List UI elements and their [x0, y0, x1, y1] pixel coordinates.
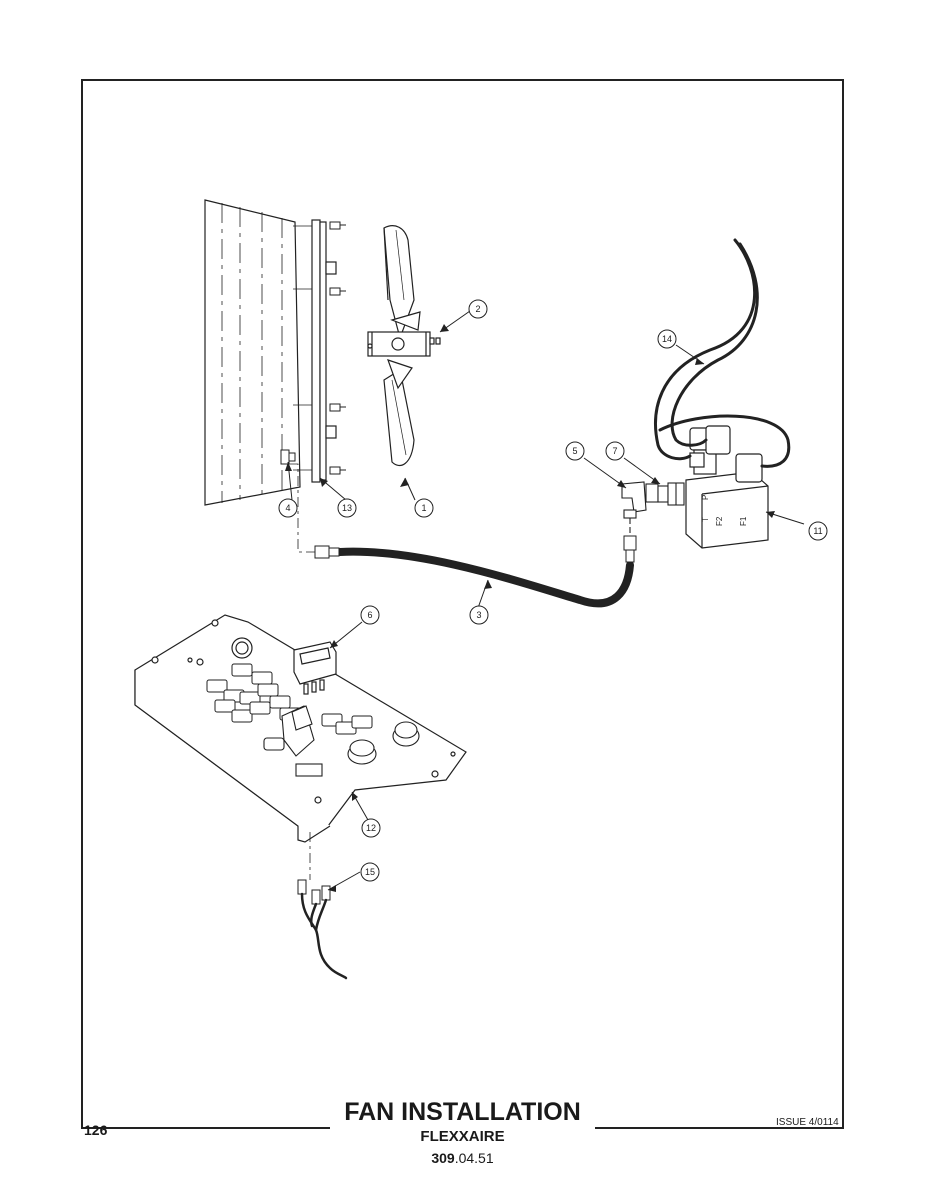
callout-12 — [361, 818, 381, 838]
hose-ends — [314, 535, 637, 563]
issue-label: ISSUE 4/0114 — [776, 1117, 839, 1128]
document-code-bold: 309 — [431, 1150, 455, 1166]
callout-3 — [469, 605, 489, 625]
mounting-bolts — [329, 221, 346, 475]
svg-text:2: 2 — [475, 304, 480, 314]
svg-text:14: 14 — [662, 334, 672, 344]
svg-text:3: 3 — [476, 610, 481, 620]
page-title: FAN INSTALLATION — [330, 1095, 595, 1129]
page-number: 126 — [84, 1122, 108, 1138]
adapter-fitting — [645, 482, 685, 506]
callout-7 — [605, 441, 625, 461]
fan-shroud — [204, 199, 301, 506]
title-block: FAN INSTALLATION FLEXXAIRE 309.04.51 126… — [0, 1092, 925, 1182]
hydraulic-hose — [336, 547, 634, 608]
svg-text:F1: F1 — [739, 516, 748, 526]
callout-numbers: 1 2 3 4 5 6 7 11 12 13 14 15 — [285, 304, 822, 877]
svg-text:T: T — [701, 517, 710, 522]
callout-1 — [414, 498, 434, 518]
svg-text:11: 11 — [813, 526, 822, 536]
valve-port-labels: P T F2 F1 — [701, 495, 748, 526]
callout-11 — [808, 521, 828, 541]
svg-text:F2: F2 — [715, 516, 724, 526]
callout-13 — [337, 498, 357, 518]
callout-4 — [278, 498, 298, 518]
drawing-border — [81, 79, 844, 1129]
page-subtitle: FLEXXAIRE — [420, 1128, 505, 1145]
svg-text:7: 7 — [612, 446, 617, 456]
svg-text:5: 5 — [572, 446, 577, 456]
panel-controls — [263, 705, 420, 777]
callout-bubbles — [278, 299, 828, 882]
callout-15 — [360, 862, 380, 882]
document-code-rest: .04.51 — [454, 1150, 494, 1166]
rocker-switch-6 — [293, 641, 337, 695]
callout-5 — [565, 441, 585, 461]
callout-14 — [657, 329, 677, 349]
svg-text:P: P — [701, 495, 710, 500]
callout-leaders — [287, 310, 805, 891]
wire-harness — [654, 238, 791, 468]
svg-text:13: 13 — [342, 503, 352, 513]
svg-text:4: 4 — [285, 503, 290, 513]
connector-wires — [300, 892, 348, 980]
svg-text:15: 15 — [365, 867, 375, 877]
hose-fitting-4 — [280, 449, 296, 465]
arrowheads — [285, 324, 775, 892]
svg-text:6: 6 — [367, 610, 372, 620]
assembly-line — [289, 463, 315, 553]
svg-text:1: 1 — [421, 503, 426, 513]
callout-6 — [360, 605, 380, 625]
document-code: 309.04.51 — [330, 1150, 595, 1166]
callout-2 — [468, 299, 488, 319]
elbow-fitting — [621, 481, 647, 535]
fan-ring — [293, 219, 337, 483]
svg-text:12: 12 — [366, 823, 376, 833]
fan-blade — [367, 225, 441, 467]
